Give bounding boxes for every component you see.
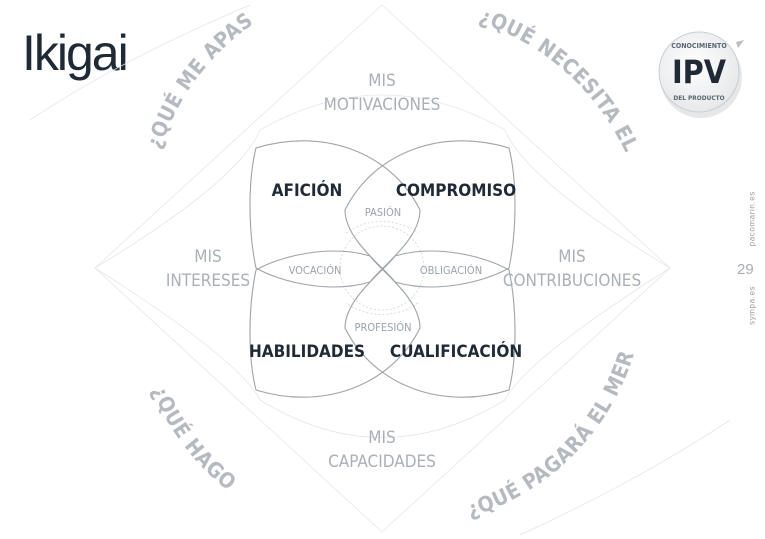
outer-labels: MIS MOTIVACIONES MIS INTERESES MIS CONTR… [166,71,641,472]
label-interests-line1: MIS [194,247,221,267]
badge-bottom-text: DEL PRODUCTO [673,94,724,102]
questions: ¿QUÉ ME APASIONA? ¿QUÉ NECESITA EL MUNDO… [0,0,646,522]
side-note-left: sympa.es [747,285,757,325]
badge-main-text: IPV [672,53,727,91]
petal-habilidades [249,250,421,398]
petal-cualificacion [344,250,516,398]
label-contributions-line2: CONTRIBUCIONES [503,271,641,291]
ipv-badge: CONOCIMIENTO IPV DEL PRODUCTO [658,31,744,118]
petals [249,140,516,398]
side-note: sympa.es pacomarin.es [748,191,757,325]
inner-guides [339,221,425,315]
badge-top-text: CONOCIMIENTO [671,42,727,50]
label-motivations-line1: MIS [368,71,395,91]
label-compromiso: COMPROMISO [396,181,516,201]
background-lines [29,4,731,536]
question-paid-for: ¿QUÉ PAGARÁ EL MERCADO? [0,0,638,522]
label-profesion: PROFESIÓN [355,321,412,334]
page-title: Ikigai [22,25,129,81]
label-aficion: AFICIÓN [272,179,343,201]
petal-labels: AFICIÓN COMPROMISO HABILIDADES CUALIFICA… [249,179,522,362]
page-number: 29 [737,261,754,278]
label-vocacion: VOCACIÓN [289,264,342,277]
overlap-labels: PASIÓN VOCACIÓN OBLIGACIÓN PROFESIÓN [289,206,483,334]
label-contributions-line1: MIS [558,247,585,267]
label-habilidades: HABILIDADES [249,342,365,362]
question-passion: ¿QUÉ ME APASIONA? [0,0,257,152]
label-obligacion: OBLIGACIÓN [420,264,482,277]
side-note-right: pacomarin.es [747,191,757,247]
label-pasion: PASIÓN [365,206,401,219]
label-capabilities-line2: CAPACIDADES [328,452,436,472]
label-capabilities-line1: MIS [368,428,395,448]
question-world-needs: ¿QUÉ NECESITA EL MUNDO? [0,0,646,162]
label-motivations-line2: MOTIVACIONES [324,95,441,115]
label-interests-line2: INTERESES [166,271,250,291]
label-cualificacion: CUALIFICACIÓN [390,340,522,362]
badge-circle [658,31,740,113]
